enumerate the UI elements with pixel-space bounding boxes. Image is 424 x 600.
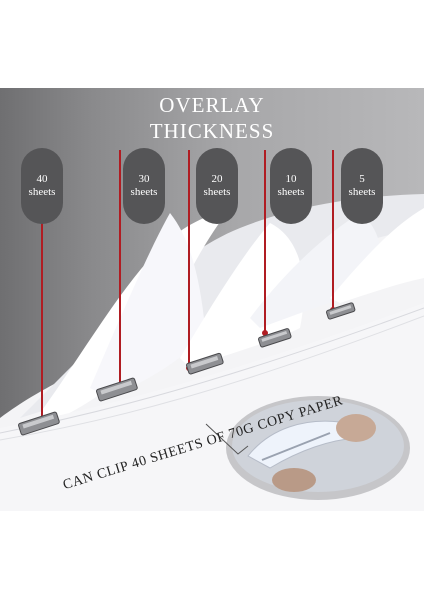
pill-count: 30 (138, 173, 150, 185)
paper-clip-illustration (0, 150, 424, 511)
pill-unit: sheets (130, 186, 158, 198)
product-banner: OVERLAY THICKNESS 40 sheets 30 sheets 20… (0, 88, 424, 511)
heading-line-2: THICKNESS (149, 119, 275, 143)
pill-count: 20 (211, 173, 223, 185)
pill-40-sheets: 40 sheets (21, 148, 63, 224)
pill-5-sheets: 5 sheets (341, 148, 383, 224)
pill-count: 40 (36, 173, 48, 185)
pill-count: 10 (285, 173, 297, 185)
pill-unit: sheets (28, 186, 56, 198)
pill-10-sheets: 10 sheets (270, 148, 312, 224)
pill-20-sheets: 20 sheets (196, 148, 238, 224)
pill-unit: sheets (277, 186, 305, 198)
metal-clips (18, 302, 356, 436)
pill-unit: sheets (348, 186, 376, 198)
heading-line-1: OVERLAY (159, 93, 265, 117)
clip-closeup (205, 396, 410, 500)
pill-unit: sheets (203, 186, 231, 198)
pill-30-sheets: 30 sheets (123, 148, 165, 224)
pill-count: 5 (359, 173, 365, 185)
